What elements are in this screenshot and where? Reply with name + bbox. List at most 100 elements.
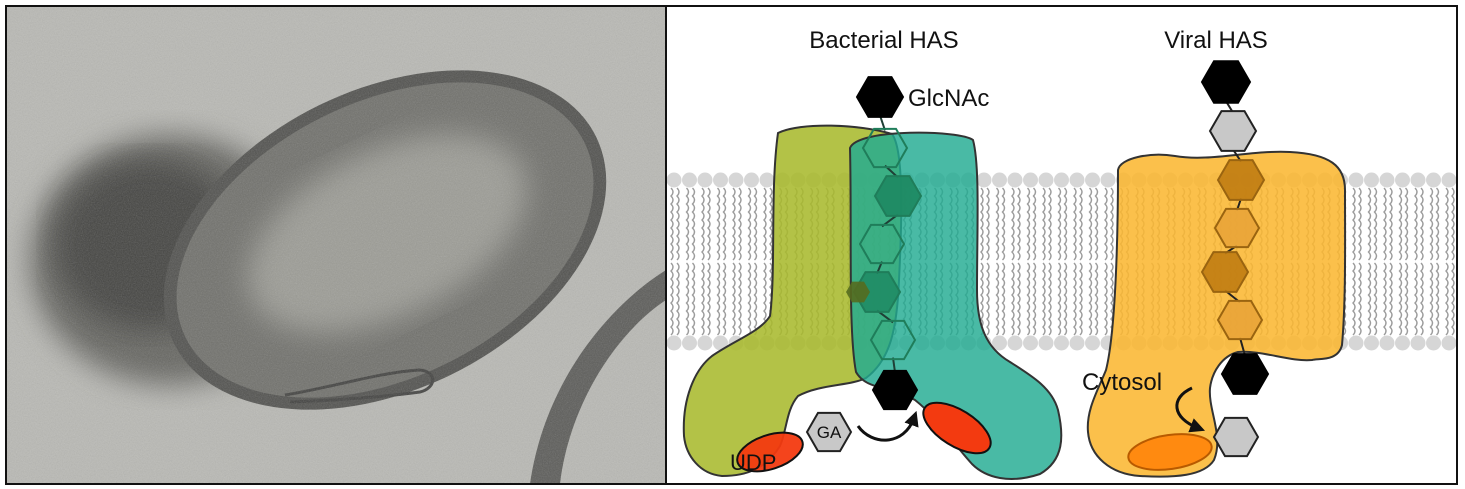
- lipid-tail: [1352, 262, 1356, 336]
- lipid-tail: [1057, 187, 1062, 261]
- viral-transfer-arrow: [1175, 386, 1205, 433]
- lipid-head: [1379, 172, 1395, 188]
- lipid-tail: [1358, 187, 1362, 261]
- lipid-tail: [1435, 187, 1440, 261]
- lipid-tail: [676, 262, 680, 336]
- glycosidic-bond: [1239, 337, 1246, 356]
- lipid-head: [1348, 335, 1364, 351]
- lipid-tail: [980, 187, 984, 261]
- lipid-tail: [1445, 187, 1449, 261]
- lipid-head: [1100, 172, 1116, 188]
- lipid-head: [759, 172, 775, 188]
- lipid-tail: [1358, 262, 1362, 336]
- bacterial-transfer-arrow: [856, 410, 919, 442]
- lipid-tail: [1398, 262, 1403, 336]
- lipid-tail: [1367, 262, 1372, 336]
- lipid-tail: [1110, 187, 1114, 261]
- viral-chain-hexagon: [1200, 251, 1250, 293]
- lipid-head: [1085, 335, 1100, 351]
- lipid-head: [666, 335, 682, 351]
- lipid-head: [728, 172, 744, 188]
- lipid-head: [682, 335, 697, 351]
- lipid-tail: [1001, 262, 1006, 336]
- lipid-tail: [1383, 262, 1387, 336]
- viral-hyaluronan-chain: [1200, 60, 1270, 458]
- lipid-head: [1395, 172, 1410, 188]
- lipid-tail: [670, 262, 674, 336]
- lipid-tail: [701, 262, 705, 336]
- lipid-tail: [1451, 187, 1455, 261]
- viral-chain-hexagon: [1213, 207, 1261, 249]
- lipid-tail: [691, 187, 696, 261]
- lipid-tail: [1063, 262, 1068, 336]
- lipid-tail: [1063, 187, 1068, 261]
- lipid-tail: [1073, 262, 1077, 336]
- lipid-tail: [1073, 187, 1077, 261]
- lipid-tail: [1451, 262, 1455, 336]
- lipid-tail: [1057, 262, 1062, 336]
- glcnac-label: GlcNAc: [908, 85, 989, 112]
- lipid-tail: [1094, 262, 1099, 336]
- lipid-tail: [1094, 187, 1099, 261]
- viral-glcnac-hexagon: [1220, 353, 1270, 395]
- lipid-tail: [1042, 262, 1046, 336]
- lipid-tail: [986, 187, 990, 261]
- lipid-head: [697, 335, 713, 351]
- has-schematic: Bacterial HAS Viral HAS GlcNAc UDP GA Cy…: [666, 6, 1457, 484]
- lipid-tail: [1420, 262, 1424, 336]
- lipid-tail: [995, 187, 1000, 261]
- lipid-head: [1007, 172, 1023, 188]
- viral-chain-hexagon: [1216, 159, 1266, 201]
- lipid-tail: [1445, 262, 1449, 336]
- ga-label: GA: [817, 423, 842, 442]
- lipid-tail: [670, 187, 674, 261]
- viral-chain-hexagon: [1216, 299, 1264, 341]
- bacterial-udp-left: [736, 431, 804, 473]
- lipid-tail: [1017, 187, 1021, 261]
- chain-hexagon-outline: [858, 223, 906, 265]
- lipid-tail: [1373, 187, 1378, 261]
- lipid-tail: [716, 262, 721, 336]
- lipid-tail: [753, 187, 758, 261]
- lipid-tail: [701, 187, 705, 261]
- viral-has-title: Viral HAS: [1164, 27, 1268, 54]
- lipid-tail: [676, 187, 680, 261]
- lipid-head: [1364, 335, 1379, 351]
- viral-udp: [1127, 433, 1213, 471]
- lipid-tail: [1011, 187, 1015, 261]
- bacterial-has-title: Bacterial HAS: [809, 27, 958, 54]
- lipid-head: [1007, 335, 1023, 351]
- lipid-head: [1410, 172, 1426, 188]
- lipid-tail: [1398, 187, 1403, 261]
- lipid-head: [976, 172, 992, 188]
- lipid-tail: [707, 187, 711, 261]
- chain-hexagon-partial: [846, 281, 870, 303]
- lipid-tail: [685, 262, 690, 336]
- udp-label: UDP: [730, 450, 776, 475]
- lipid-tail: [995, 262, 1000, 336]
- lipid-tail: [732, 262, 736, 336]
- lipid-head: [713, 172, 728, 188]
- lipid-tail: [986, 262, 990, 336]
- lipid-tail: [691, 262, 696, 336]
- bacterium-micrograph: [6, 6, 666, 484]
- lipid-tail: [1389, 262, 1393, 336]
- chain-hexagon-outline: [869, 319, 917, 361]
- lipid-head: [992, 335, 1007, 351]
- lipid-tail: [980, 262, 984, 336]
- lipid-tail: [1435, 262, 1440, 336]
- lipid-head: [1426, 335, 1441, 351]
- lipid-head: [666, 172, 682, 188]
- lipid-tail: [1001, 187, 1006, 261]
- lipid-tail: [1429, 262, 1434, 336]
- lipid-tail: [747, 262, 752, 336]
- lipid-tail: [1026, 187, 1031, 261]
- chain-hexagon-outline: [861, 127, 909, 169]
- lipid-head: [744, 172, 759, 188]
- lipid-tail: [685, 187, 690, 261]
- lipid-tail: [1048, 262, 1052, 336]
- viral-top-black-hexagon: [1200, 60, 1252, 104]
- lipid-tail: [1414, 187, 1418, 261]
- lipid-tail: [1367, 187, 1372, 261]
